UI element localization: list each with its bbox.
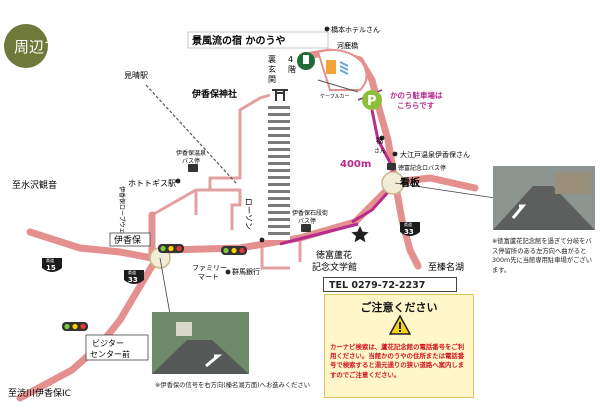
road-photo-left: [152, 312, 249, 374]
hototogisu-label: ホトトギス駅: [128, 179, 176, 188]
star-icon: [351, 226, 369, 243]
gunma-bank-label: 群馬銀行: [232, 267, 260, 276]
svg-text:県道: 県道: [46, 257, 54, 263]
hashimoto-hotel-label: 橋本ホテルさん: [331, 25, 380, 34]
fuku-label: 福: [376, 136, 383, 145]
ropeway-line: [145, 84, 237, 184]
route-main: [279, 222, 359, 246]
svg-text:33: 33: [404, 228, 414, 236]
hotel-pin: [297, 52, 315, 70]
ropeway-label: 伊香保ロープウェイ: [118, 186, 126, 240]
svg-text:15: 15: [46, 264, 56, 272]
kanban-circle: [381, 171, 405, 195]
floor-2: 階: [288, 64, 296, 74]
hotel-side-3: 関: [268, 75, 276, 84]
photo-arrow-icon: [205, 354, 223, 368]
svg-text:県道: 県道: [128, 269, 136, 275]
caution-title: ご注意ください: [360, 301, 438, 314]
visitor-center-box: [85, 334, 149, 361]
bus-stop-tokutomi-label: 徳富記念ロバス停: [398, 164, 446, 172]
tel-box: TEL 0279-72-2237: [323, 277, 457, 292]
parking-label-1: かのう駐車場は: [390, 90, 443, 100]
ikaho-label: 伊香保: [114, 234, 141, 246]
svg-text:P: P: [367, 94, 377, 109]
kajika-bridge-label: 河鹿橋: [337, 41, 358, 50]
map-title: 周辺マップ: [14, 38, 89, 56]
visitor-label-2: センター前: [90, 349, 130, 359]
lawson-label: ローソン: [244, 198, 253, 230]
note-right: ※徳富蘆花記念館を過ぎて分岐をバス停留所のある左方向へ曲がると300m先に当館専…: [492, 238, 593, 274]
river-area: [316, 49, 368, 93]
photo-arrow-icon: [511, 204, 527, 219]
note-left: ※伊香保の信号を右方向(榛名湖方面)へお進みください: [155, 382, 311, 389]
svg-text:県道: 県道: [404, 221, 412, 227]
ishidan-bus-label-2: バス停: [298, 217, 316, 225]
ikaho-label-box: [109, 232, 151, 247]
route-shield-33b: 県道 33: [400, 221, 420, 236]
onsen-bus-label-2: バス停: [182, 157, 200, 165]
distance-label: 400m: [340, 159, 371, 170]
parking-label-2: こちらです: [397, 101, 435, 110]
family-mart-label-1: ファミリー: [192, 264, 227, 272]
hotel-side-1: 裏: [268, 54, 276, 64]
haruna-label: 至榛名湖: [428, 261, 464, 273]
museum-label-2: 記念文学館: [312, 261, 357, 273]
callout-right: [394, 182, 496, 199]
hotel-name-box: [187, 31, 329, 49]
title-circle: [4, 24, 48, 68]
poi-dots: [175, 26, 398, 275]
road-photo-right: [493, 166, 595, 230]
hotel-side-2: 玄: [268, 64, 276, 74]
callout-left: [159, 257, 171, 315]
bus-stop-icons: [188, 163, 396, 232]
cable-car-label: ケーブルカー: [320, 93, 350, 100]
parking-icon: P: [362, 90, 382, 110]
traffic-light-family: [221, 246, 247, 255]
traffic-light-visitor: [62, 322, 88, 331]
onsen-bus-label-1: 伊香保温泉: [176, 149, 206, 157]
ishidan-bus-label-1: 伊香保石段街: [292, 209, 328, 217]
torii-icon: [272, 89, 288, 101]
ishidan-street: [268, 104, 290, 240]
side-roads: [151, 93, 302, 270]
kanban-label: 看板: [400, 176, 421, 189]
mikaharashi-label: 見晴駅: [124, 70, 148, 80]
museum-label-1: 徳富蘆花: [316, 249, 352, 261]
traffic-light-ikaho: [158, 244, 184, 253]
caution-body: カーナビ検索は、蘆花記念館の電話番号をご利用ください。当館かのうやの住所または電…: [330, 343, 465, 379]
shibukawa-label: 至渋川伊香保IC: [8, 387, 71, 399]
mizusawa-label: 至水沢観音: [12, 179, 57, 191]
caution-box: ご注意ください カーナビ検索は、蘆花記念館の電話番号をご利用ください。当館かのう…: [324, 294, 474, 398]
family-mart-label-2: マート: [198, 273, 219, 281]
route-shield-33a: 県道 33: [124, 269, 144, 284]
warning-icon: [389, 315, 411, 335]
shrine-label: 伊香保神社: [191, 88, 237, 100]
route-shield-15: 県道 15: [42, 257, 62, 272]
floor-1: 4: [288, 55, 293, 64]
svg-text:33: 33: [128, 276, 138, 284]
hotel-name: 景風流の宿 かのうや: [192, 34, 285, 47]
oedo-onsen-label: 大江戸温泉伊香保さん: [400, 150, 470, 159]
fuku-san-label: さん: [374, 148, 386, 155]
visitor-label-1: ビジター: [92, 339, 124, 348]
